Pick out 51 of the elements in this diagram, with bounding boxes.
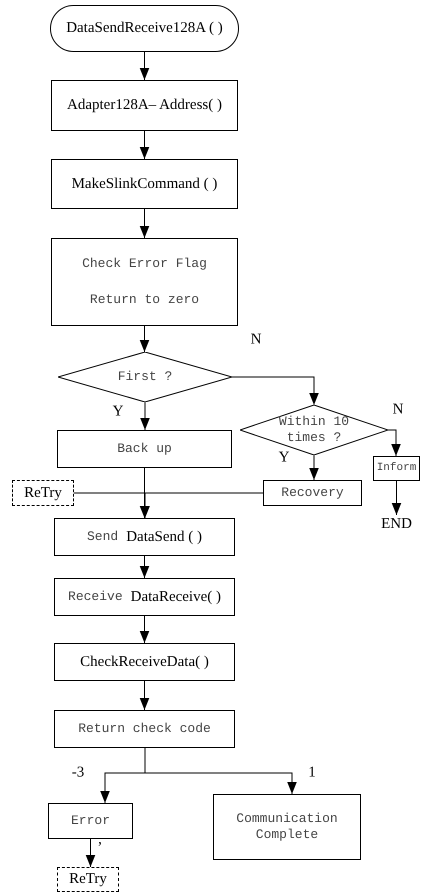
process-box xyxy=(263,480,362,506)
step-label: Check Error Flag xyxy=(82,256,207,272)
step-label: ReTry xyxy=(69,870,107,889)
process-box xyxy=(51,238,238,326)
step-label: DataSend ( ) xyxy=(126,528,202,546)
process-box xyxy=(48,803,133,839)
arrow xyxy=(144,748,297,794)
step-label: Error xyxy=(70,812,110,830)
process-box xyxy=(213,794,361,860)
step-label: Adapter128A– Address( ) xyxy=(67,96,222,115)
arrow xyxy=(140,680,150,710)
step-label: CheckReceiveData( ) xyxy=(80,652,209,672)
step-label: DataReceive( ) xyxy=(130,588,221,606)
arrow xyxy=(140,208,150,238)
step-label: Receive xyxy=(68,588,123,606)
process-box xyxy=(54,710,235,748)
end-label: END xyxy=(381,514,412,534)
arrow xyxy=(392,480,402,516)
arrow xyxy=(232,376,319,406)
step-label: Return check code xyxy=(78,720,211,738)
step-label: ReTry xyxy=(24,484,62,502)
decision-diamond xyxy=(58,352,232,402)
step-label: Back up xyxy=(117,440,172,458)
arrow xyxy=(140,402,150,430)
terminal-box xyxy=(50,5,239,52)
arrow xyxy=(388,430,401,456)
arrow xyxy=(140,130,150,160)
process-box xyxy=(54,518,235,556)
process-box xyxy=(373,456,420,481)
arrow xyxy=(140,616,150,644)
step-label: MakeSlinkCommand ( ) xyxy=(72,174,218,194)
step-label: Send xyxy=(86,528,118,546)
process-box xyxy=(54,578,235,616)
step-label: Recovery xyxy=(281,484,344,502)
step-label: DataSendReceive128A ( ) xyxy=(66,19,223,38)
step-label: Communication Complete xyxy=(235,810,339,844)
process-box xyxy=(51,80,238,131)
step-label: Return to zero xyxy=(90,292,200,308)
retry-box xyxy=(57,867,119,892)
process-box xyxy=(57,430,232,468)
arrow xyxy=(140,556,150,578)
step-label: Within 10 times ? xyxy=(278,414,350,446)
arrow xyxy=(86,838,96,868)
arrow xyxy=(309,454,319,480)
process-box xyxy=(54,643,235,681)
step-label: Inform xyxy=(376,462,416,476)
step-label: First ? xyxy=(118,368,172,386)
arrow xyxy=(140,52,150,80)
arrow xyxy=(140,326,150,352)
retry-box xyxy=(12,480,74,506)
process-box xyxy=(51,159,238,209)
